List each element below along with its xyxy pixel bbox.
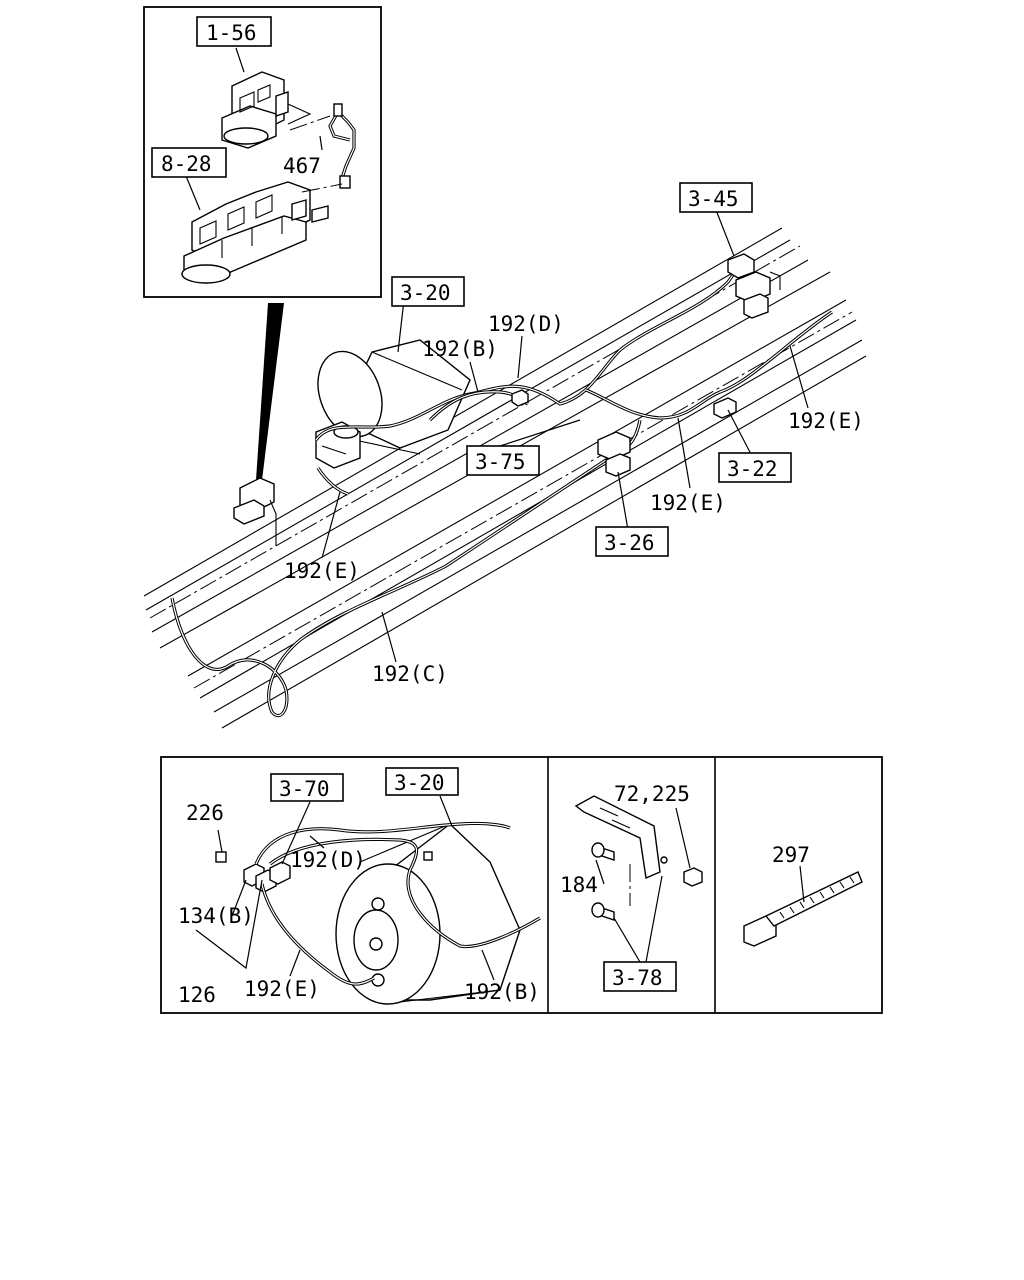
ref-label-8-28: 8-28: [161, 152, 212, 176]
ref-label-3-26: 3-26: [604, 531, 655, 555]
ref-box-3-78: [603, 961, 677, 992]
inset-pointer: [256, 303, 284, 480]
part-label-192E-left: 192(E): [284, 559, 360, 583]
air-tank-detail: [335, 823, 521, 1005]
upper-valve-illustration: [221, 71, 356, 189]
part-label-192B-main: 192(B): [422, 337, 498, 361]
part-label-192B-detail: 192(B): [464, 980, 540, 1004]
air-tank-main: [315, 339, 471, 469]
ref-box-1-56: [196, 16, 272, 47]
part-label-226: 226: [186, 801, 224, 825]
part-label-192E-right: 192(E): [788, 409, 864, 433]
ref-label-3-75: 3-75: [475, 450, 526, 474]
part-label-192E-detail: 192(E): [244, 977, 320, 1001]
part-label-192D-detail: 192(D): [290, 848, 366, 872]
part-label-72-225: 72,225: [614, 782, 690, 806]
ref-box-3-22: [718, 452, 792, 483]
detail-panel: 3-70 3-20 226 192(D) 134(B) 126 192(E) 1…: [160, 756, 883, 1014]
ref-label-1-56: 1-56: [206, 21, 257, 45]
ref-box-3-20-main: [391, 276, 465, 307]
ref-label-3-45: 3-45: [688, 187, 739, 211]
part-label-192C: 192(C): [372, 662, 448, 686]
ref-box-8-28: [151, 147, 227, 178]
part-label-297: 297: [772, 843, 810, 867]
lower-valve-illustration: [181, 181, 343, 284]
ref-box-3-20-detail: [385, 767, 459, 796]
part-label-126: 126: [178, 983, 216, 1007]
bracket-illustration: [574, 795, 703, 921]
part-label-467: 467: [283, 154, 321, 178]
frame-components: [233, 253, 781, 546]
ref-label-3-70: 3-70: [279, 777, 330, 801]
pipe-routing: [170, 261, 833, 718]
part-label-192E-mid: 192(E): [650, 491, 726, 515]
cable-tie-illustration: [743, 871, 863, 947]
main-leaders: [321, 209, 809, 663]
part-label-192D-main: 192(D): [488, 312, 564, 336]
ref-label-3-78: 3-78: [612, 966, 663, 990]
ref-box-3-26: [595, 526, 669, 557]
ref-box-3-75: [466, 445, 540, 476]
ref-label-3-22: 3-22: [727, 457, 778, 481]
ref-box-3-70: [270, 773, 344, 802]
ref-box-3-45: [679, 182, 753, 213]
part-label-134B: 134(B): [178, 904, 254, 928]
valve-inset: 1-56 8-28 467: [143, 6, 382, 298]
part-label-184: 184: [560, 873, 598, 897]
ref-label-3-20-main: 3-20: [400, 281, 451, 305]
ref-label-3-20-detail: 3-20: [394, 771, 445, 795]
